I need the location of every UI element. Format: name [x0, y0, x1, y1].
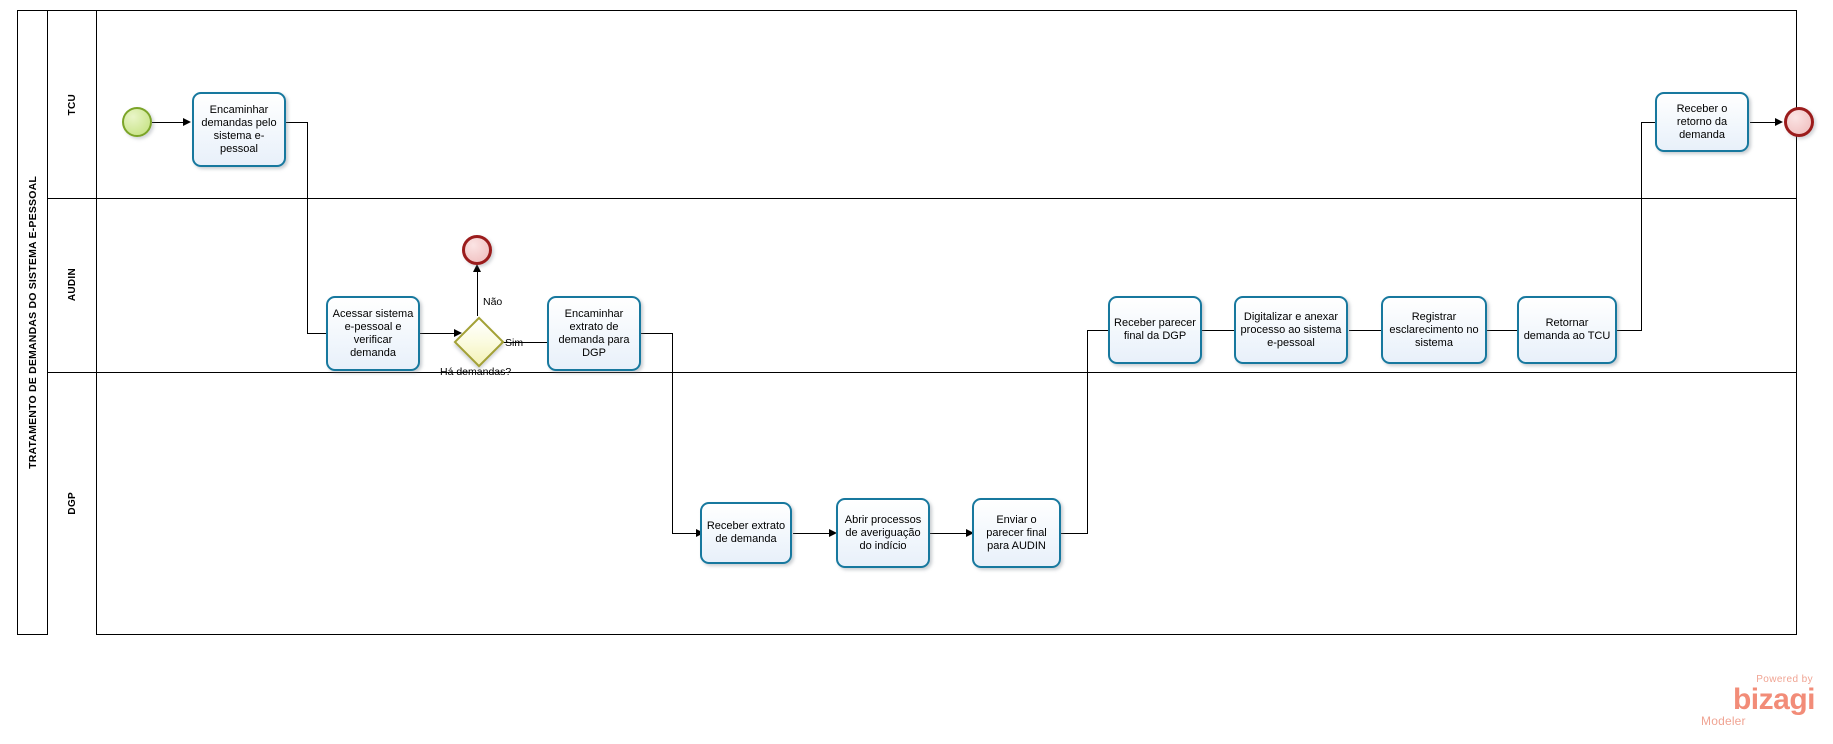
task-encaminhar-demandas[interactable]: Encaminhar demandas pelo sistema e-pesso… — [192, 92, 286, 167]
lane-divider-audin-dgp — [48, 372, 1796, 373]
connector-t6-out-h — [1060, 533, 1088, 534]
lane-label-dgp-text: DGP — [66, 492, 78, 515]
start-event[interactable] — [122, 107, 152, 137]
task-receber-extrato-label: Receber extrato de demanda — [706, 520, 786, 545]
task-enviar-parecer-label: Enviar o parecer final para AUDIN — [986, 513, 1047, 552]
task-receber-parecer-final-label: Receber parecer final da DGP — [1114, 317, 1196, 342]
connector-t5-to-t6 — [930, 533, 966, 534]
task-registrar-esclarecimento[interactable]: Registrar esclarecimento no sistema — [1381, 296, 1487, 364]
task-registrar-esclarecimento-label: Registrar esclarecimento no sistema — [1389, 310, 1479, 349]
task-encaminhar-demandas-label: Encaminhar demandas pelo sistema e-pesso… — [201, 103, 277, 155]
lane-label-dgp: DGP — [48, 372, 97, 635]
task-receber-retorno-label: Receber o retorno da demanda — [1676, 102, 1728, 141]
connector-gateway-to-t3 — [497, 342, 547, 343]
task-retornar-demanda-label: Retornar demanda ao TCU — [1523, 317, 1611, 342]
connector-t4-to-t5 — [793, 533, 829, 534]
task-retornar-demanda[interactable]: Retornar demanda ao TCU — [1517, 296, 1617, 364]
flow-label-sim: Sim — [505, 337, 524, 349]
connector-t10-out-h — [1617, 330, 1642, 331]
task-encaminhar-extrato[interactable]: Encaminhar extrato de demanda para DGP — [547, 296, 641, 371]
connector-t11-to-end — [1750, 122, 1775, 123]
bizagi-product-text: Modeler — [1701, 714, 1746, 728]
arrow-gateway-to-end-nao — [472, 264, 481, 272]
connector-t1-out-v — [307, 122, 308, 333]
bizagi-brand-text: bizagi — [1732, 683, 1816, 716]
arrow-start-to-t1 — [183, 117, 191, 126]
end-event-final[interactable] — [1784, 107, 1814, 137]
lane-label-audin: AUDIN — [48, 198, 97, 372]
lane-label-tcu-text: TCU — [66, 93, 78, 116]
arrow-t11-to-end — [1775, 117, 1783, 126]
lane-divider-tcu-audin — [48, 198, 1796, 199]
end-event-nao[interactable] — [462, 235, 492, 265]
task-digitalizar-anexar-label: Digitalizar e anexar processo ao sistema… — [1240, 310, 1342, 349]
task-encaminhar-extrato-label: Encaminhar extrato de demanda para DGP — [558, 307, 630, 359]
connector-t3-out-h — [641, 333, 673, 334]
connector-t8-to-t9 — [1349, 330, 1381, 331]
connector-t10-to-t11-h — [1641, 122, 1659, 123]
bizagi-watermark: Powered by bizagi Modeler — [1695, 674, 1816, 736]
connector-t1-out-h — [286, 122, 308, 123]
connector-t7-to-t8 — [1200, 330, 1235, 331]
connector-gateway-to-end-nao — [477, 270, 478, 316]
task-acessar-sistema-label: Acessar sistema e-pessoal e verificar de… — [332, 307, 414, 359]
task-abrir-processos[interactable]: Abrir processos de averiguação do indíci… — [836, 498, 930, 568]
connector-start-to-t1 — [152, 122, 183, 123]
task-enviar-parecer[interactable]: Enviar o parecer final para AUDIN — [972, 498, 1061, 568]
task-digitalizar-anexar[interactable]: Digitalizar e anexar processo ao sistema… — [1234, 296, 1348, 364]
powered-by-text: Powered by — [1756, 674, 1813, 685]
connector-t6-up-v — [1087, 330, 1088, 533]
task-receber-retorno[interactable]: Receber o retorno da demanda — [1655, 92, 1749, 152]
task-receber-parecer-final[interactable]: Receber parecer final da DGP — [1108, 296, 1202, 364]
connector-t6-to-t7-h — [1087, 330, 1109, 331]
lane-label-tcu: TCU — [48, 11, 97, 198]
flow-label-nao: Não — [483, 296, 503, 308]
pool-title: TRATAMENTO DE DEMANDAS DO SISTEMA E-PESS… — [18, 11, 48, 634]
connector-t2-to-gateway — [419, 333, 454, 334]
task-abrir-processos-label: Abrir processos de averiguação do indíci… — [844, 513, 922, 552]
task-acessar-sistema[interactable]: Acessar sistema e-pessoal e verificar de… — [326, 296, 420, 371]
gateway-label: Há demandas? — [440, 366, 512, 378]
arrow-t2-to-gateway — [454, 328, 462, 337]
connector-t3-out-v — [672, 333, 673, 533]
connector-t9-to-t10 — [1487, 330, 1517, 331]
connector-t1-to-t2-h — [307, 333, 326, 334]
arrow-t4-to-t5 — [829, 528, 837, 537]
pool-title-text: TRATAMENTO DE DEMANDAS DO SISTEMA E-PESS… — [26, 176, 39, 469]
task-receber-extrato[interactable]: Receber extrato de demanda — [700, 502, 792, 564]
connector-t3-to-t4-h — [672, 533, 696, 534]
lane-label-audin-text: AUDIN — [66, 268, 78, 302]
arrow-t5-to-t6 — [966, 528, 974, 537]
connector-t10-up-v — [1641, 122, 1642, 330]
